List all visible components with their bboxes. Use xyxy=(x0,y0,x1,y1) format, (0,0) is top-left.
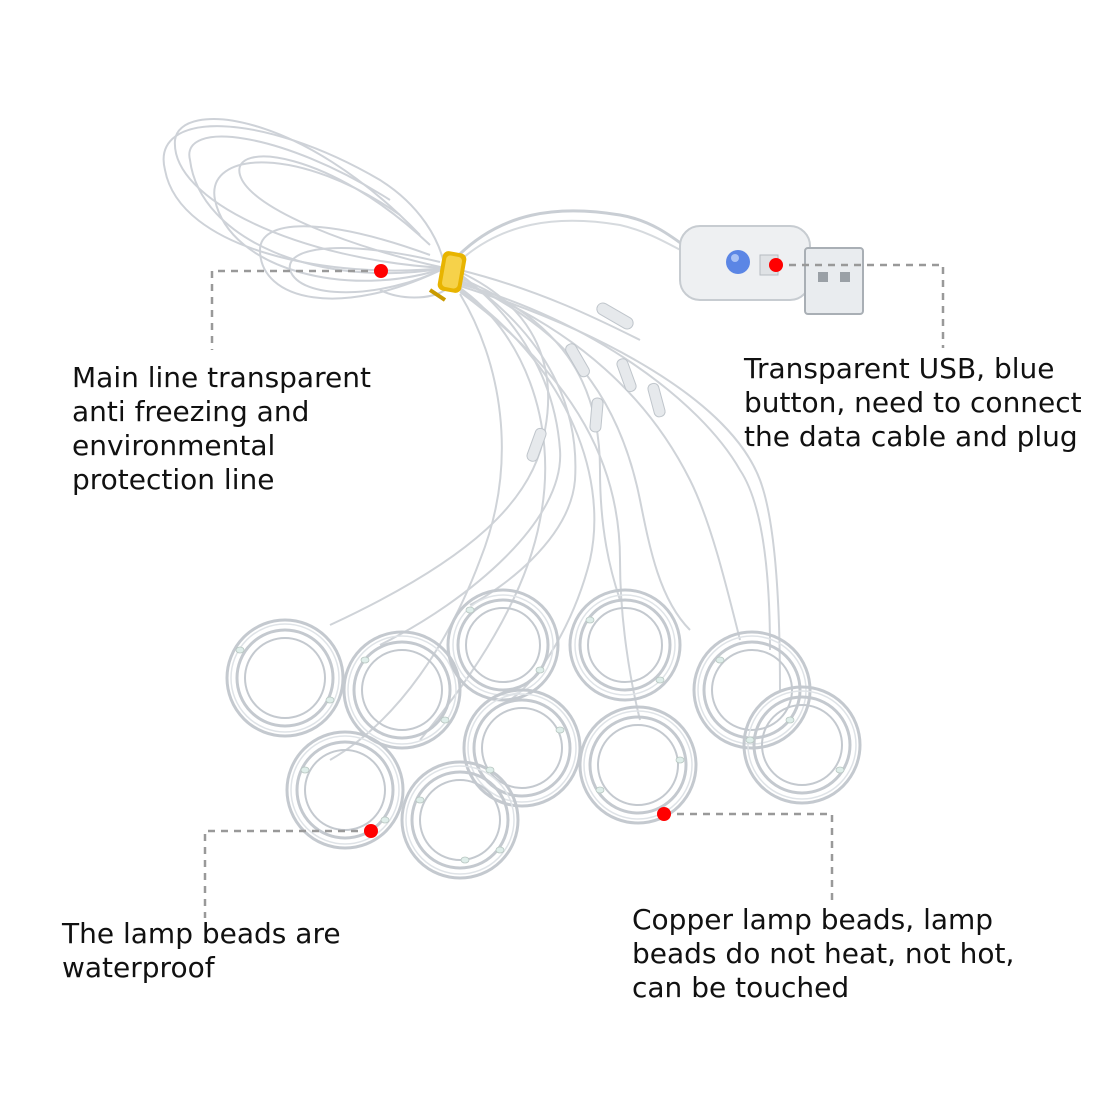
coil xyxy=(742,685,862,805)
coil xyxy=(568,588,682,702)
branch-wires xyxy=(329,269,781,761)
callout-usb-text: Transparent USB, blue button, need to co… xyxy=(744,352,1082,453)
lamp-bead-coils xyxy=(225,588,862,880)
marker-dot-waterproof xyxy=(364,824,378,838)
marker-dot-copper xyxy=(657,807,671,821)
marker-dot-main xyxy=(374,264,388,278)
coil xyxy=(578,705,698,825)
splice-sleeves xyxy=(526,302,666,462)
wire-clip-icon xyxy=(428,251,467,302)
main-wire-bundle xyxy=(162,118,446,300)
callout-waterproof-text: The lamp beads are waterproof xyxy=(62,917,341,984)
coil xyxy=(692,630,812,750)
coil xyxy=(225,618,345,738)
leader-lines xyxy=(203,263,945,918)
callout-copper-text: Copper lamp beads, lamp beads do not hea… xyxy=(632,903,1015,1004)
coil xyxy=(342,630,462,750)
coil xyxy=(462,688,582,808)
callout-main-line-text: Main line transparent anti freezing and … xyxy=(72,361,371,496)
leader-line-main xyxy=(210,269,381,350)
lamp-beads xyxy=(235,606,845,864)
leader-line-waterproof xyxy=(203,829,371,918)
coil xyxy=(446,588,560,702)
marker-dot-usb xyxy=(769,258,783,272)
leader-line-copper xyxy=(664,812,834,900)
leader-line-usb xyxy=(776,263,945,348)
coil xyxy=(400,760,520,880)
marker-dots xyxy=(364,258,783,838)
usb-lead-wire xyxy=(450,209,691,264)
blue-button-icon xyxy=(726,250,750,274)
